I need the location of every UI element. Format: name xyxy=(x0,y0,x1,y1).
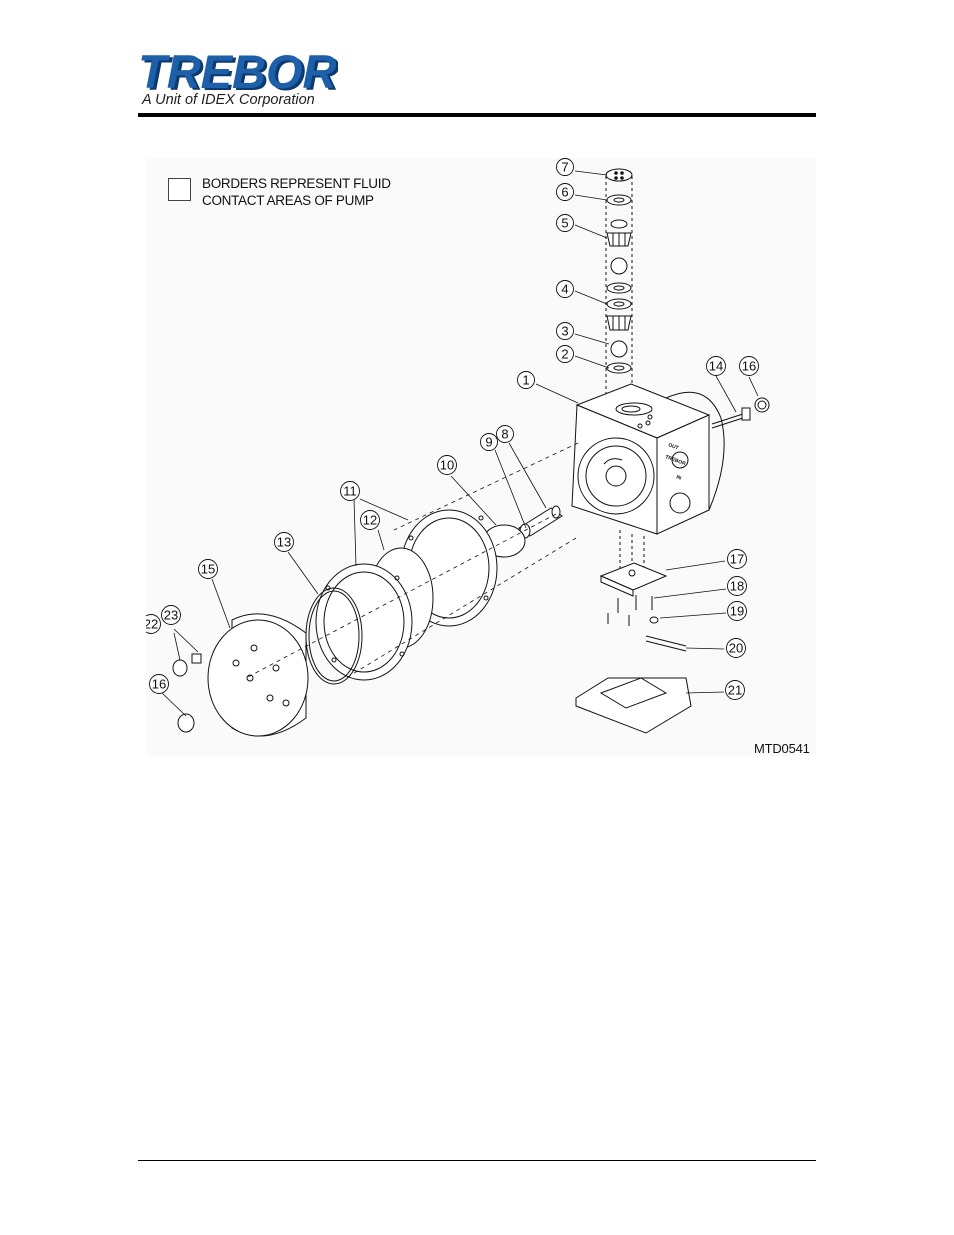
svg-text:12: 12 xyxy=(363,513,377,528)
pilot-block xyxy=(599,530,668,626)
callout-18: 18 xyxy=(727,576,747,596)
legend-text: BORDERS REPRESENT FLUID CONTACT AREAS OF… xyxy=(202,176,391,208)
callout-15: 15 xyxy=(198,559,218,579)
callout-6: 6 xyxy=(556,183,574,201)
callout-7: 7 xyxy=(556,158,574,176)
callout-4: 4 xyxy=(556,280,574,298)
svg-text:21: 21 xyxy=(728,683,742,698)
valve-stack xyxy=(605,168,633,408)
callout-17: 17 xyxy=(727,549,747,569)
outer-cover xyxy=(207,613,309,737)
drawing-id: MTD0541 xyxy=(754,741,810,756)
pump-drawing: OUT TREBOR IN 7 6 5 4 3 2 1 14 16 9 8 10… xyxy=(146,158,770,737)
logo-shadow-text: TREBOR xyxy=(141,52,338,96)
svg-text:16: 16 xyxy=(742,359,756,374)
part-4-seat xyxy=(606,298,632,310)
callout-19: 19 xyxy=(727,601,747,621)
svg-text:20: 20 xyxy=(729,641,743,656)
base-plate xyxy=(575,677,692,734)
plug-23 xyxy=(191,653,202,664)
svg-text:23: 23 xyxy=(164,608,178,623)
svg-text:10: 10 xyxy=(440,458,454,473)
housing-label-in: IN xyxy=(675,474,682,481)
svg-text:9: 9 xyxy=(485,435,492,450)
legend-swatch xyxy=(168,178,191,201)
svg-text:18: 18 xyxy=(730,579,744,594)
svg-text:5: 5 xyxy=(561,216,568,231)
svg-text:7: 7 xyxy=(561,160,568,175)
main-housing xyxy=(571,383,725,535)
callout-1: 1 xyxy=(517,371,535,389)
trebor-logo: TREBOR TREBOR xyxy=(138,45,340,104)
housing-label-out: OUT xyxy=(667,442,679,451)
svg-text:22: 22 xyxy=(146,617,158,632)
gasket-left xyxy=(315,563,413,681)
svg-text:13: 13 xyxy=(277,535,291,550)
svg-text:3: 3 xyxy=(561,324,568,339)
part-2-oring xyxy=(606,362,632,374)
callout-16-bottom: 16 xyxy=(149,674,169,694)
callout-10: 10 xyxy=(437,455,457,475)
callout-21: 21 xyxy=(725,680,745,700)
callout-2: 2 xyxy=(556,345,574,363)
svg-text:14: 14 xyxy=(709,359,723,374)
svg-text:8: 8 xyxy=(501,427,508,442)
callout-8: 8 xyxy=(496,425,514,443)
callouts: 7 6 5 4 3 2 1 14 16 9 8 10 11 12 13 15 2… xyxy=(146,158,759,700)
callout-14: 14 xyxy=(706,356,726,376)
callout-5: 5 xyxy=(556,214,574,232)
callout-9: 9 xyxy=(480,433,498,451)
svg-text:16: 16 xyxy=(152,677,166,692)
callout-20: 20 xyxy=(726,638,746,658)
logo-text: TREBOR xyxy=(138,52,337,96)
callout-23: 23 xyxy=(161,605,181,625)
part-5-cage-top xyxy=(610,219,628,229)
callout-3: 3 xyxy=(556,322,574,340)
part-6-oring xyxy=(606,194,632,206)
callout-11: 11 xyxy=(340,481,360,501)
detent-rod xyxy=(645,635,687,647)
callout-22: 22 xyxy=(146,614,161,634)
svg-text:11: 11 xyxy=(343,484,357,499)
svg-text:17: 17 xyxy=(730,552,744,567)
plug-22 xyxy=(172,659,188,677)
exploded-parts-diagram: BORDERS REPRESENT FLUID CONTACT AREAS OF… xyxy=(146,158,816,756)
part-7-cap xyxy=(605,168,633,182)
svg-text:2: 2 xyxy=(561,347,568,362)
footer-rule xyxy=(138,1160,816,1161)
plug-16 xyxy=(177,713,195,733)
svg-text:1: 1 xyxy=(522,373,529,388)
part-3-ball xyxy=(610,340,628,358)
svg-text:15: 15 xyxy=(201,562,215,577)
callout-16-top: 16 xyxy=(739,356,759,376)
ball xyxy=(610,257,628,275)
through-bolt xyxy=(711,397,770,429)
trebor-logo-mark: TREBOR TREBOR xyxy=(138,45,340,100)
svg-text:6: 6 xyxy=(561,185,568,200)
callout-12: 12 xyxy=(360,510,380,530)
logo-tagline: A Unit of IDEX Corporation xyxy=(142,92,315,108)
svg-text:4: 4 xyxy=(561,282,568,297)
header-rule xyxy=(138,113,816,117)
page-header: TREBOR TREBOR A Unit of IDEX Corporation xyxy=(138,45,816,118)
svg-text:19: 19 xyxy=(730,604,744,619)
callout-13: 13 xyxy=(274,532,294,552)
